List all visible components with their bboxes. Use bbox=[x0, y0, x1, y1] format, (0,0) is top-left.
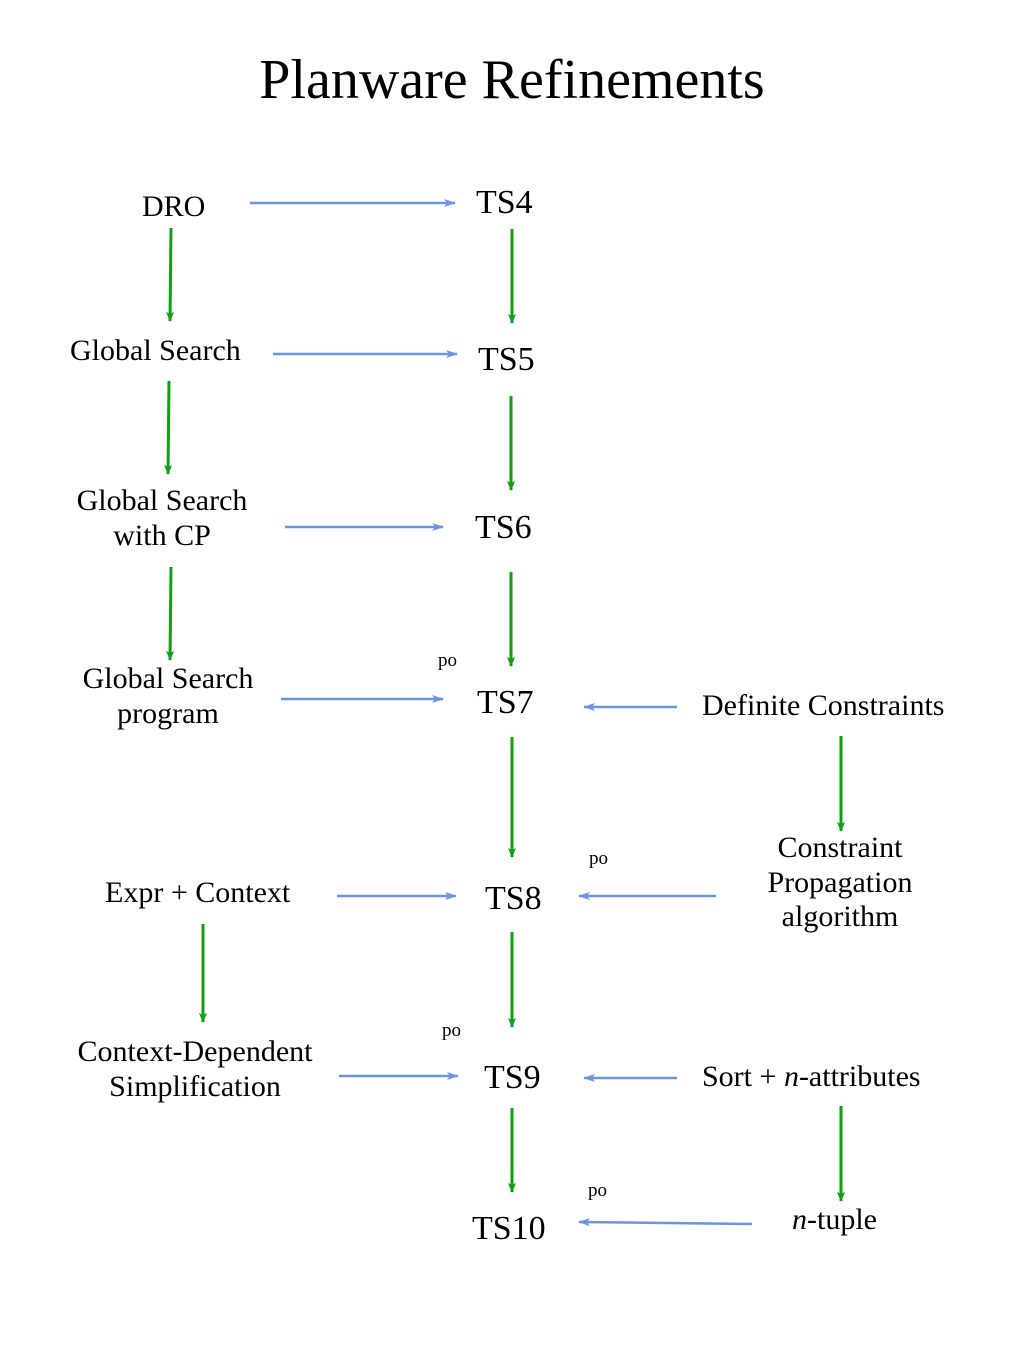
sort-attrs-italic-n: n bbox=[783, 1060, 799, 1093]
ntuple-italic-n: n bbox=[792, 1203, 807, 1236]
node-global-search-with-cp: Global Search with CP bbox=[40, 484, 284, 553]
arrow-global-search-to-gs-cp bbox=[164, 380, 173, 475]
po-label-ts7: po bbox=[438, 650, 457, 671]
node-ts5: TS5 bbox=[478, 341, 535, 378]
node-ts8: TS8 bbox=[485, 880, 542, 917]
node-cp-line-3: algorithm bbox=[781, 900, 899, 933]
arrow-dro-to-global-search bbox=[166, 227, 175, 322]
composition-arrows bbox=[250, 199, 753, 1227]
sort-attrs-suffix: -attributes bbox=[798, 1060, 921, 1093]
arrow-ntuple-to-ts10 bbox=[578, 1218, 753, 1227]
node-ts7: TS7 bbox=[477, 684, 534, 721]
node-ts10: TS10 bbox=[472, 1210, 546, 1247]
node-expr-context: Expr + Context bbox=[105, 876, 291, 909]
node-ts6: TS6 bbox=[475, 509, 532, 546]
node-n-tuple: n-tuple bbox=[792, 1203, 877, 1238]
arrow-gs-cp-to-gs-program bbox=[166, 566, 175, 661]
po-label-ts8: po bbox=[589, 848, 608, 869]
node-global-search-program-line-1: Global Search bbox=[82, 662, 254, 695]
node-context-dependent-simplification: Context-Dependent Simplification bbox=[45, 1035, 345, 1104]
po-label-ts9: po bbox=[442, 1020, 461, 1041]
node-definite-constraints: Definite Constraints bbox=[702, 689, 945, 722]
node-global-search-with-cp-line-2: with CP bbox=[113, 518, 211, 552]
node-cp-line-1: Constraint bbox=[777, 831, 903, 864]
node-ts9: TS9 bbox=[484, 1059, 541, 1096]
sort-attrs-prefix: Sort + bbox=[702, 1060, 784, 1093]
node-global-search-with-cp-line-1: Global Search bbox=[76, 484, 248, 517]
node-sort-n-attributes: Sort + n-attributes bbox=[702, 1060, 921, 1095]
node-global-search-program-line-2: program bbox=[117, 696, 219, 730]
node-cds-line-2: Simplification bbox=[109, 1069, 281, 1103]
refinement-arrows bbox=[164, 227, 845, 1202]
node-cds-line-1: Context-Dependent bbox=[77, 1035, 313, 1068]
ntuple-suffix: -tuple bbox=[807, 1203, 877, 1236]
page-title: Planware Refinements bbox=[259, 49, 765, 111]
node-global-search-program: Global Search program bbox=[46, 662, 290, 731]
node-constraint-propagation-algorithm: Constraint Propagation algorithm bbox=[730, 831, 950, 935]
node-global-search: Global Search bbox=[70, 334, 241, 367]
node-cp-line-2: Propagation bbox=[767, 865, 913, 899]
node-ts4: TS4 bbox=[476, 184, 533, 221]
node-dro: DRO bbox=[142, 190, 206, 223]
po-label-ts10: po bbox=[588, 1180, 607, 1201]
